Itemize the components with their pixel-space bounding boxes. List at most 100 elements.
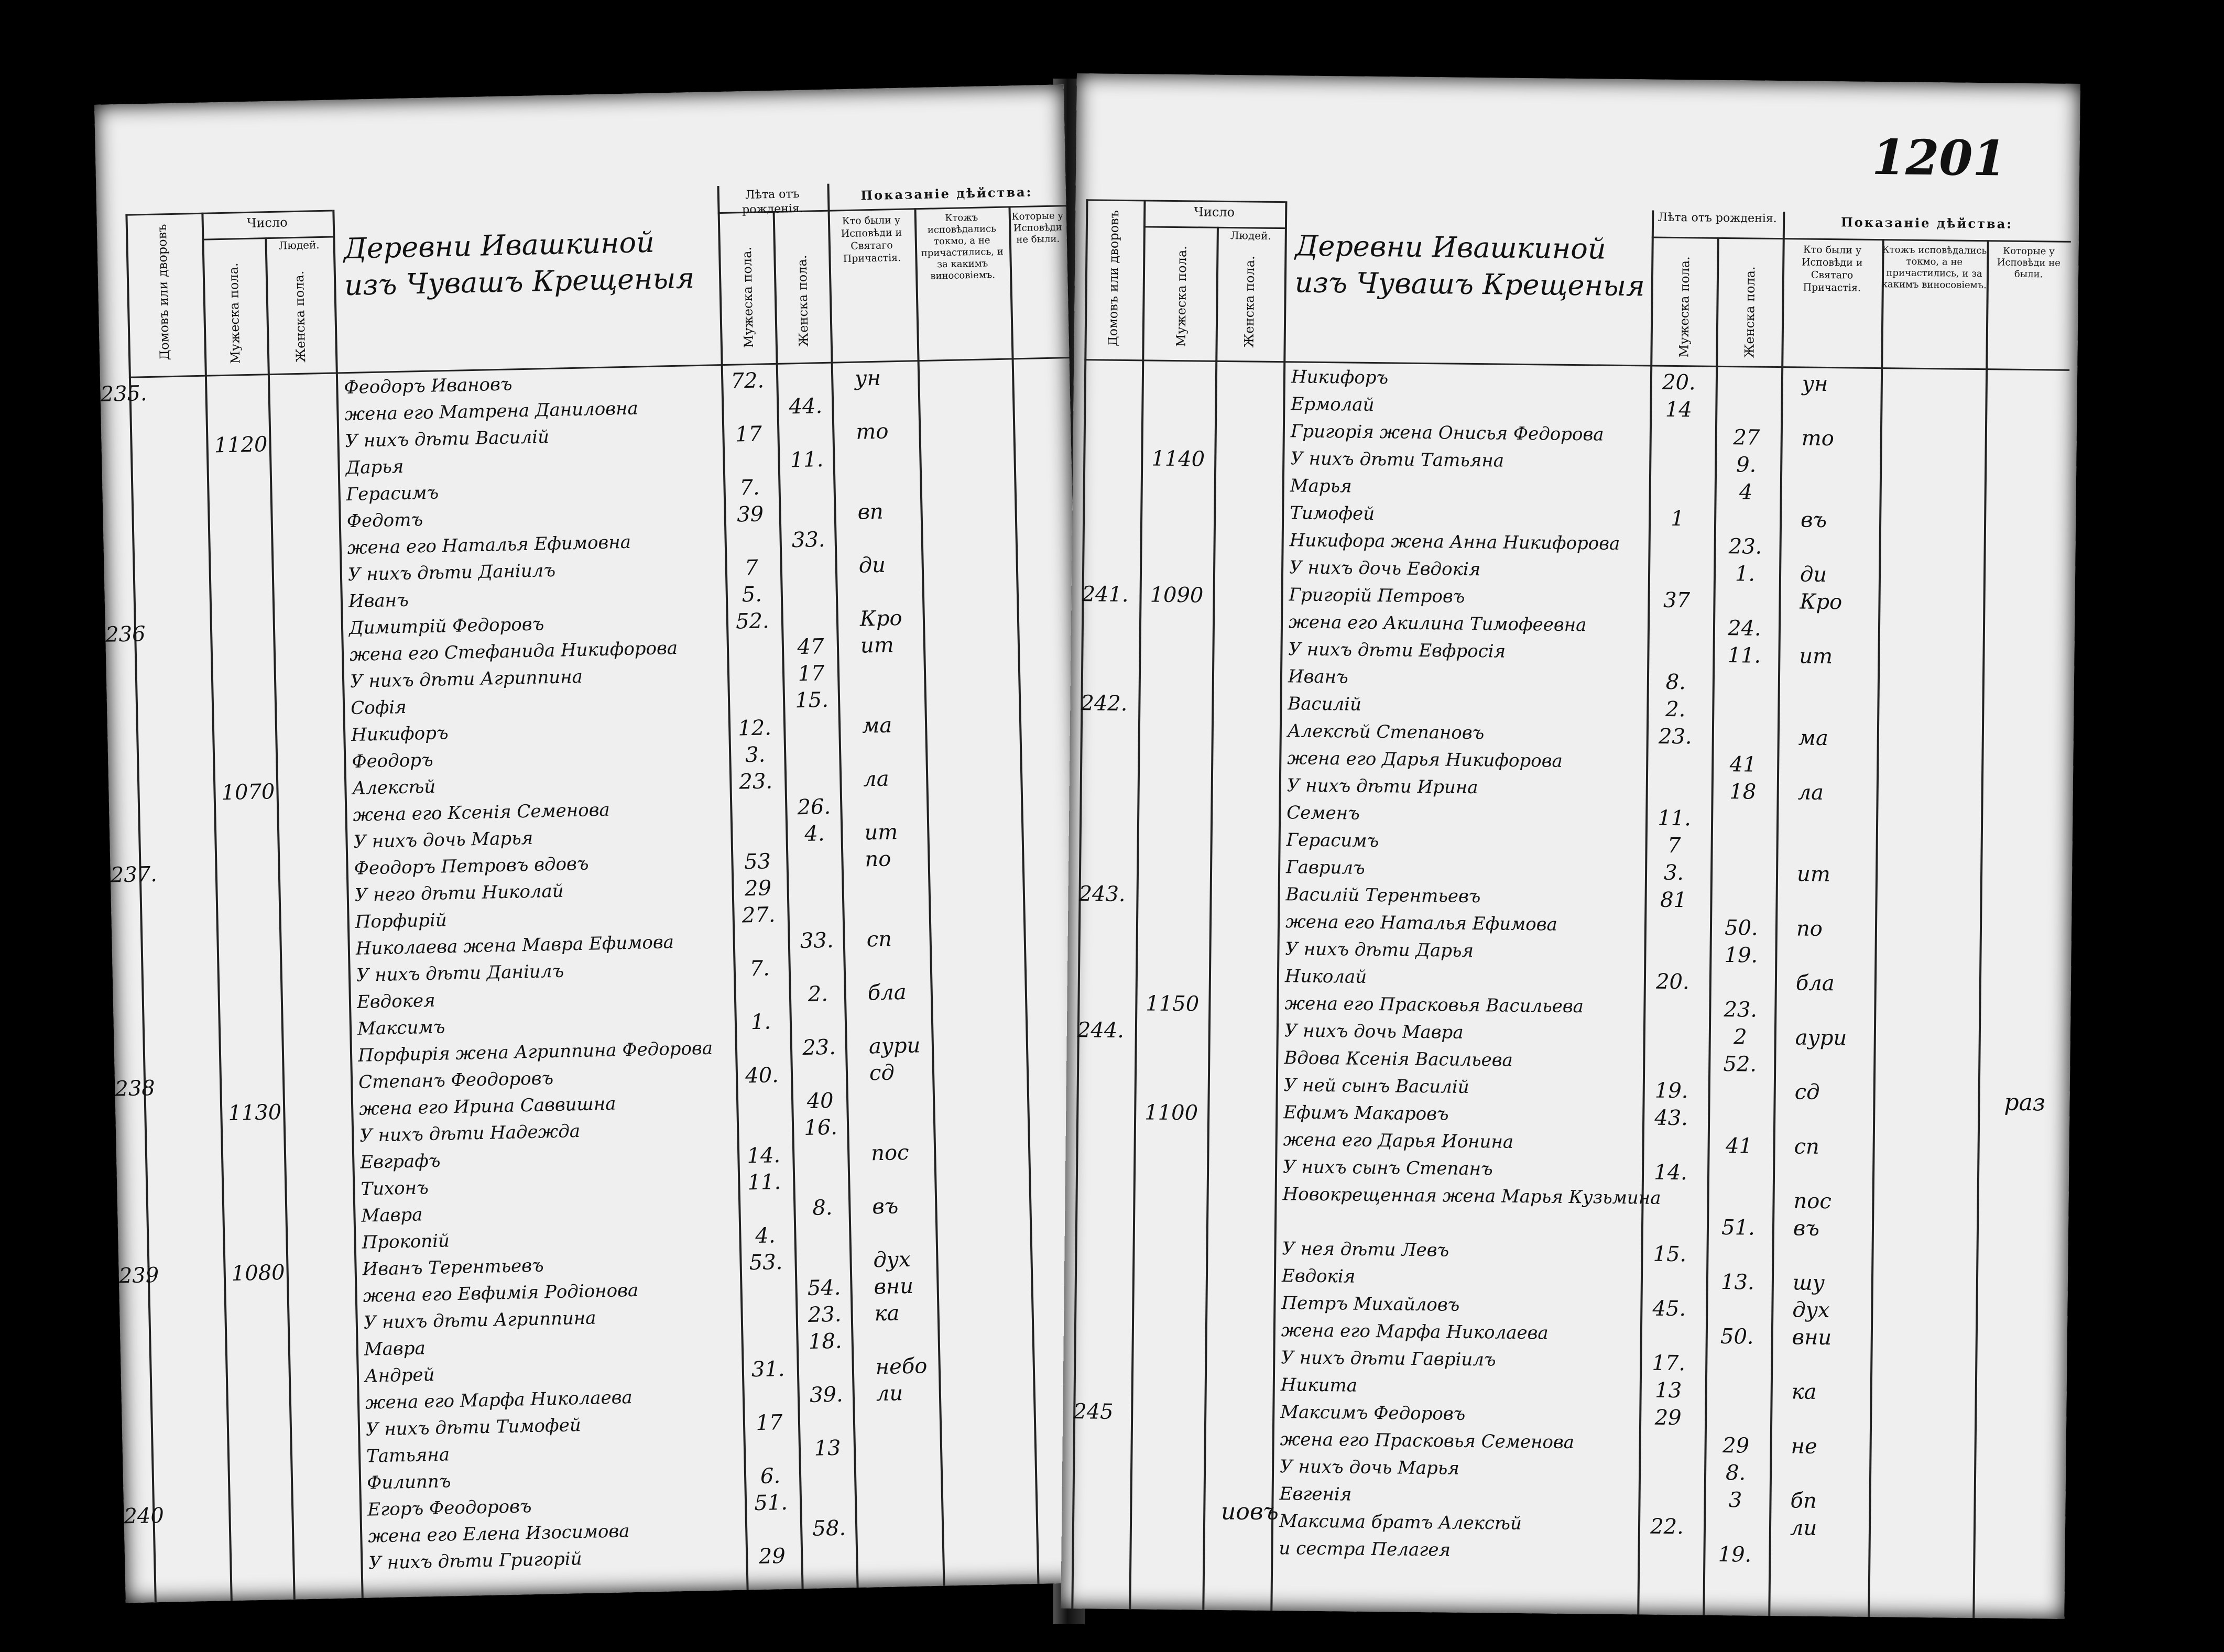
person-name: Герасимъ [1286,829,1379,852]
confession-note: бла [1795,971,1835,996]
person-name: Евграфъ [359,1150,441,1173]
col-rule [914,208,945,1586]
age-male: 12. [737,716,772,741]
confession-note: вп [857,499,884,524]
age-male: 7 [1667,833,1681,858]
age-male [732,636,774,637]
margin-note: раз [2004,1089,2046,1117]
confession-note: дух [1792,1298,1830,1323]
age-female [802,1249,844,1250]
confession-note: сд [1794,1080,1820,1104]
age-male [729,529,771,530]
person-name: Тимофей [1290,502,1375,524]
folio-number: 1201 [1871,128,2007,187]
person-name: жена его Дарья Никифорова [1287,748,1563,772]
age-male: 72. [731,368,765,393]
person-name: У нея дѣти Левъ [1282,1238,1449,1261]
confession-note: ит [864,820,898,845]
confession-note: ли [1790,1516,1817,1540]
person-name: У нихъ дѣти Григорій [368,1548,582,1574]
confession-note: ма [1798,726,1829,751]
age-male [742,1117,784,1118]
age-female: 33. [800,928,834,954]
bottom-note: иовъ [1221,1498,1279,1525]
person-name: Иванъ Терентьевъ [362,1255,544,1280]
village-title-left: Деревни Ивашкиной изъ Чувашъ Крещеныя [343,225,695,302]
person-name: У нихъ дѣти Тимофей [365,1415,582,1440]
age-female: 8. [812,1195,833,1220]
person-name: Никифоръ [1291,366,1389,389]
age-male [747,1384,789,1385]
age-female: 50. [1720,1324,1754,1349]
village-title-right: Деревни Ивашкиной изъ Чувашъ Крещеныя [1294,229,1645,303]
person-name: Порфирія жена Агриппина Федорова [357,1037,713,1066]
age-male: 19. [1654,1078,1688,1103]
age-female [792,768,834,769]
header-leta-f: Женска пола. [794,255,811,347]
age-female: 33. [791,527,825,553]
person-name: Максимъ [357,1016,445,1040]
age-female: 23. [808,1302,842,1327]
age-female: 40 [806,1088,834,1113]
age-male: 29 [1654,1405,1682,1430]
age-male [745,1277,787,1278]
age-female: 44. [789,394,823,419]
person-name: Тихонъ [361,1177,429,1200]
person-name: У нихъ дѣти Дарья [1285,938,1474,962]
confession-note: по [865,847,891,872]
age-female: 26. [797,794,831,820]
person-name: Мавра [364,1338,426,1360]
age-male: 23. [1658,724,1692,749]
age-female: 9. [1736,453,1757,477]
person-name: У нихъ дочь Мавра [1284,1020,1464,1043]
confession-note: въ [871,1194,899,1219]
confession-note: ли [876,1381,903,1406]
house-total: 1140 [1151,446,1205,472]
col-rule [1129,200,1146,1610]
age-male: 81 [1660,888,1687,913]
age-male: 8. [1665,670,1686,695]
age-male: 6. [760,1464,781,1489]
person-name: Вдова Ксенія Васильева [1284,1047,1513,1071]
person-name: Алексѣй Степановъ [1287,720,1485,744]
person-name: жена его Ирина Саввишна [358,1093,616,1120]
person-name: Максимъ Федоровъ [1280,1402,1466,1425]
age-female: 39. [809,1382,844,1407]
person-name: У нихъ дѣти Евфросія [1288,639,1506,662]
person-name: Феодоръ Петровъ вдовъ [354,853,589,879]
person-name: Григорій Петровъ [1289,584,1465,607]
age-female [802,1222,844,1223]
header-rule [1084,359,2070,371]
person-name: У нихъ дѣти Даніилъ [356,960,564,986]
age-female: 47 [797,634,824,660]
col-rule [1202,226,1219,1610]
age-male: 37 [1663,588,1691,613]
person-name: Евгенія [1279,1483,1352,1505]
age-female: 2 [1733,1025,1747,1049]
person-name: Гаврилъ [1285,857,1365,879]
age-male [746,1330,788,1331]
age-male: 53. [749,1250,783,1275]
col-rule [1637,210,1654,1615]
person-name: У нихъ дѣти Василій [345,426,550,452]
age-female [794,848,836,849]
age-female [784,367,826,368]
age-male: 31. [751,1356,786,1382]
person-name: Ефимъ Макаровъ [1283,1102,1449,1125]
age-male: 13 [1655,1378,1682,1403]
person-name: У нихъ дочь Марья [353,827,533,852]
house-number: 241. [1082,582,1129,607]
age-male: 3. [1663,860,1684,885]
header-leta: Лѣта отъ рожденія. [742,187,804,217]
age-female: 8. [1725,1461,1746,1485]
age-female: 3 [1728,1488,1742,1513]
header-rule [1651,236,2071,243]
confession-note: вни [874,1274,914,1299]
person-name: жена его Марфа Николаева [1281,1320,1549,1344]
age-female [800,1142,842,1143]
age-female: 13 [814,1436,841,1461]
person-name: Семенъ [1287,802,1360,824]
confession-note: ма [862,713,892,738]
confession-note: не [1791,1434,1817,1459]
header-zhen: Женска пола. [291,270,309,363]
